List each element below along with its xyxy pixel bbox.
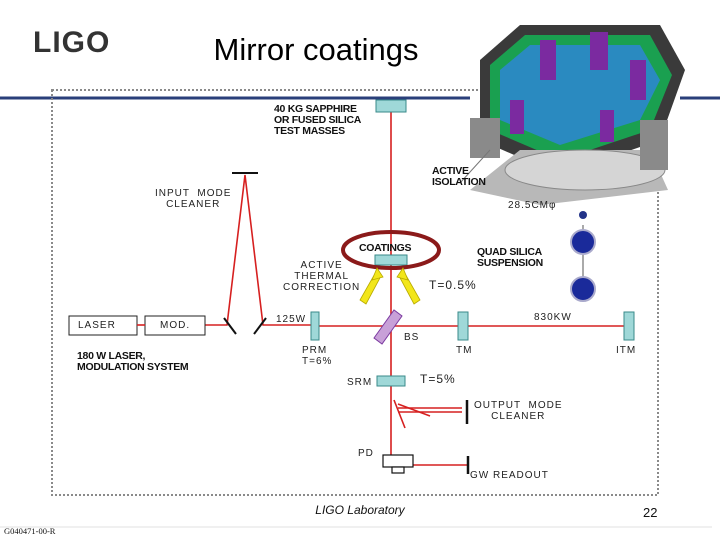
prm-mirror [310, 311, 320, 341]
test-masses-label: 40 KG SAPPHIRE OR FUSED SILICA TEST MASS… [274, 103, 362, 137]
seismic-isolation-render [470, 25, 685, 205]
output-mode-cleaner-label: OUTPUT MODE CLEANER [474, 400, 563, 422]
itm-label: ITM [616, 345, 637, 356]
tm-label: TM [456, 345, 473, 356]
thermal-correction-label: ACTIVE THERMAL CORRECTION [283, 260, 361, 293]
srm-mirror [376, 375, 406, 387]
laser-label: LASER [78, 320, 116, 331]
footer-lab: LIGO Laboratory [315, 503, 405, 517]
coatings-label: COATINGS [359, 242, 412, 254]
dimension-label: 28.5CMφ [508, 200, 557, 211]
photodiode [382, 454, 414, 474]
page-number: 22 [643, 505, 658, 520]
arm-power-label: 830KW [534, 312, 572, 323]
quad-suspension-label: QUAD SILICA SUSPENSION [477, 246, 543, 269]
input-mode-cleaner-label: INPUT MODE CLEANER [155, 188, 232, 210]
imc-right-mirror [253, 317, 267, 335]
itm-transmission-label: T=0.5% [429, 278, 477, 292]
active-isolation-label: ACTIVE ISOLATION [432, 165, 486, 188]
srm-label: SRM [347, 377, 373, 388]
beam-splitter-label: BS [404, 332, 420, 343]
diagram-frame [51, 89, 659, 496]
thermal-arrows [359, 267, 421, 305]
laser-system-label: 180 W LASER, MODULATION SYSTEM [77, 350, 189, 373]
modulator-label: MOD. [160, 320, 191, 331]
ligo-logo: LIGO [33, 26, 111, 59]
gw-readout-label: GW READOUT [470, 470, 549, 481]
etm-right-mirror [623, 311, 635, 341]
etm-top-mirror [375, 99, 407, 113]
pd-label: PD [358, 448, 374, 459]
document-id: G040471-00-R [4, 526, 56, 536]
itm-vertical-mirror [374, 254, 408, 266]
input-power-label: 125W [276, 314, 307, 325]
slide-title: Mirror coatings [213, 32, 419, 67]
coatings-highlight [341, 230, 441, 270]
beam-splitter [373, 309, 403, 345]
itm-horizontal-mirror [457, 311, 469, 341]
imc-left-mirror [223, 317, 237, 335]
quad-suspension-render [570, 211, 596, 302]
srm-transmission-label: T=5% [420, 372, 456, 386]
prm-label: PRM T=6% [302, 345, 333, 367]
